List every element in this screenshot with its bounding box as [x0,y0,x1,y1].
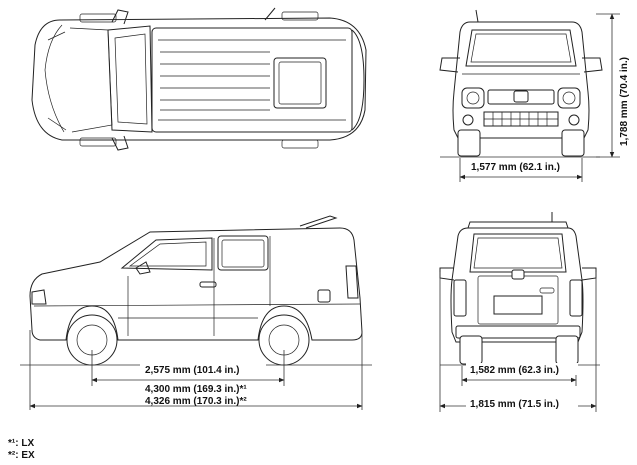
height-label: 1,788 mm (70.4 in.) [619,57,630,146]
width-label: 1,815 mm (71.5 in.) [470,399,559,410]
wheelbase-label: 2,575 mm (101.4 in.) [145,365,240,376]
rear-track-label: 1,582 mm (62.3 in.) [470,365,559,376]
length-ex-label: 4,326 mm (170.3 in.)*² [145,396,247,407]
length-lx-label: 4,300 mm (169.3 in.)*¹ [145,384,247,395]
footnote-lx: *¹: LX [8,438,34,449]
front-side-window [120,237,213,271]
side-view: 2,575 mm (101.4 in.) 4,300 mm (169.3 in.… [20,215,372,410]
mirror-left [111,9,129,25]
mirror-right [111,135,129,151]
rear-view: 1,582 mm (62.3 in.) 1,815 mm (71.5 in.) [439,212,600,412]
grille [487,89,555,105]
mirror-right [582,57,603,73]
top-view [31,7,367,151]
lower-grille-cells [484,112,558,126]
license-plate [493,295,543,315]
roof-ribs [160,51,270,111]
rear-side-window [217,235,269,271]
headlight-right [557,87,581,109]
footnote-ex: *²: EX [8,450,35,461]
footnote-legend: *¹: LX *²: EX [8,438,35,461]
skylight [273,57,327,109]
front-view: 1,577 mm (62.1 in.) 1,788 mm (70.4 in.) [439,9,630,182]
front-track-label: 1,577 mm (62.1 in.) [471,162,560,173]
mirror-left [439,57,460,73]
headlight-left [461,87,485,109]
